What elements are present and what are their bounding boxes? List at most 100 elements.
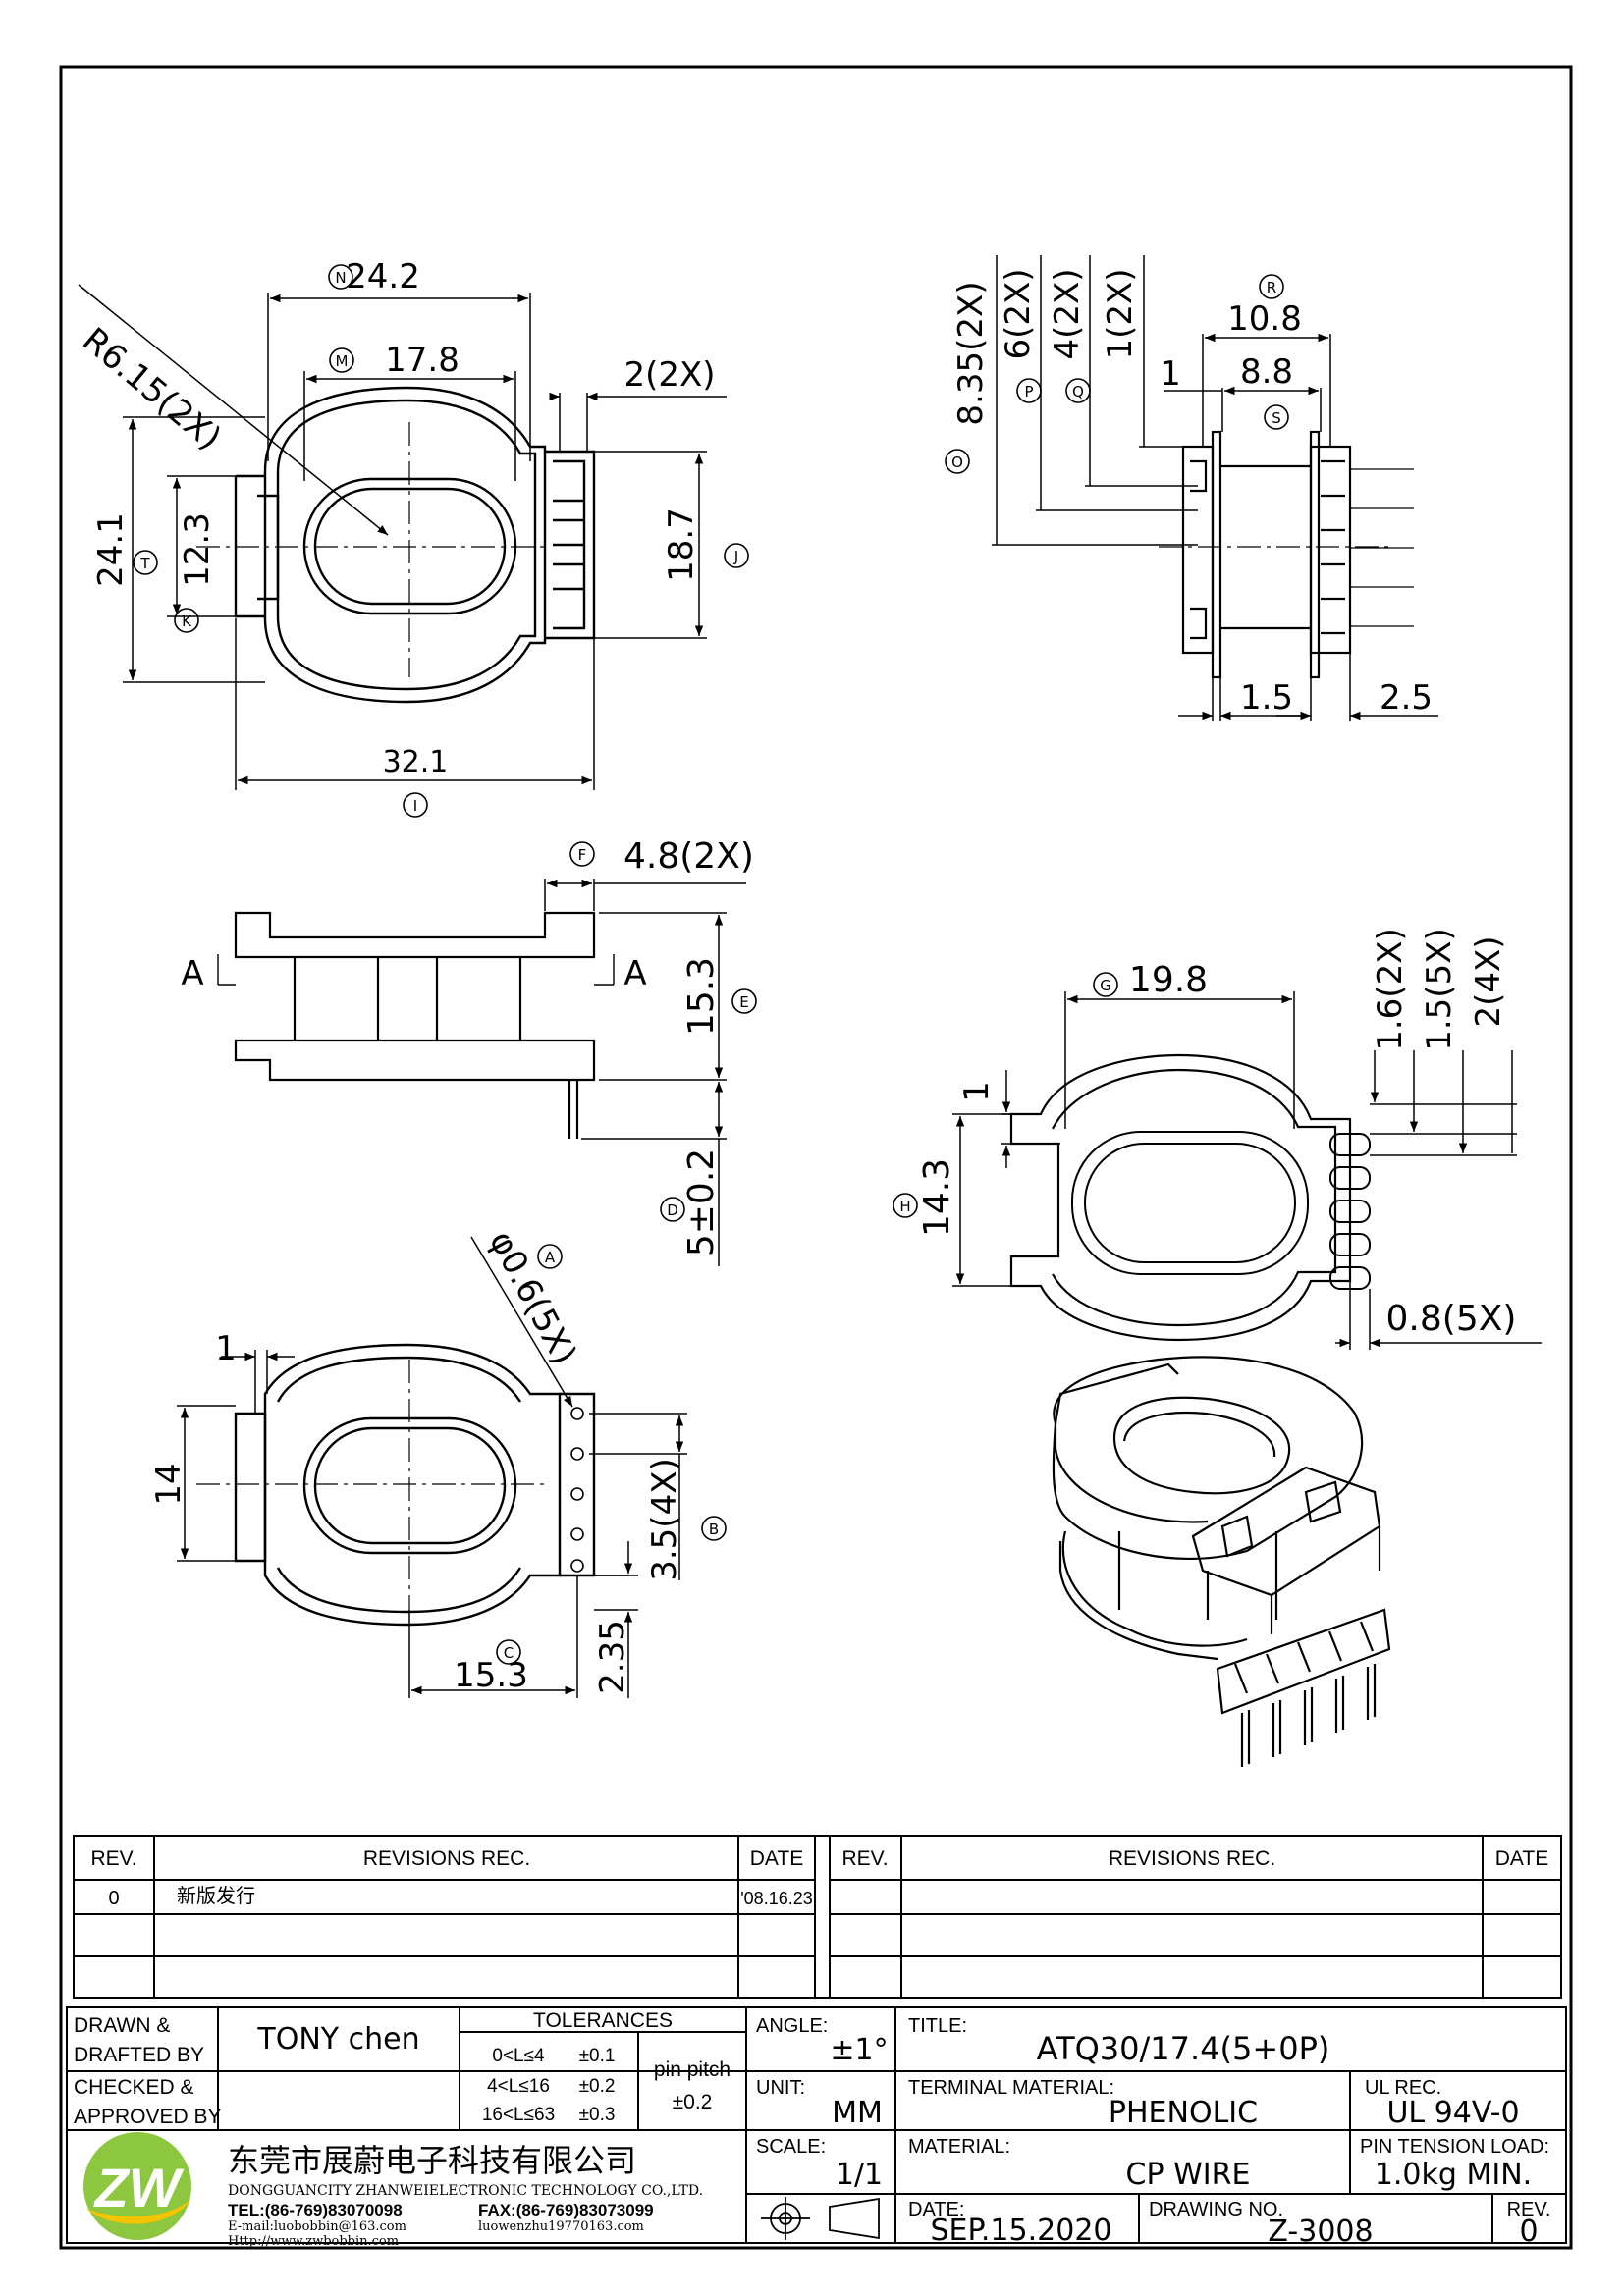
dim-g-value: 19.8 xyxy=(1129,960,1208,1000)
dim-1-5-5x-value: 1.5(5X) xyxy=(1420,928,1459,1051)
projection-symbol-icon xyxy=(761,2197,880,2240)
terminal-material-label: TERMINAL MATERIAL: xyxy=(908,2077,1114,2099)
dim-0-8-value: 0.8(5X) xyxy=(1386,1299,1517,1339)
top-view: 24.2 17.8 2(2X) R6.15(2X) 24.1 12.3 18.7… xyxy=(75,257,749,818)
company-name-en: DONGGUANCITY ZHANWEIELECTRONIC TECHNOLOG… xyxy=(228,2183,703,2199)
svg-text:M: M xyxy=(336,352,349,370)
revision-row-date: '08.16.23 xyxy=(740,1889,813,1908)
rev-value: 0 xyxy=(1519,2215,1538,2249)
svg-text:S: S xyxy=(1272,409,1281,427)
drawn-label: DRAWN & xyxy=(74,2014,170,2037)
dim-2-5-value: 2.5 xyxy=(1380,678,1433,718)
dim-p-value: 6(2X) xyxy=(999,268,1038,359)
pin-tension-label: PIN TENSION LOAD: xyxy=(1360,2136,1549,2158)
dim-2-4x-value: 2(4X) xyxy=(1469,935,1508,1027)
rev-header: REV. xyxy=(90,1847,136,1870)
logo-text: ZW xyxy=(92,2157,184,2218)
revisions-table: REV. REVISIONS REC. DATE REV. REVISIONS … xyxy=(73,1835,1562,1999)
company-website: Http://www.zwbobbin.com xyxy=(228,2234,399,2249)
dim-r615-value: R6.15(2X) xyxy=(75,320,229,457)
revision-row-rec: 新版发行 xyxy=(177,1885,255,1907)
tolerances-title: TOLERANCES xyxy=(533,2009,673,2032)
balloon-h: H xyxy=(893,1193,918,1218)
svg-text:O: O xyxy=(951,454,963,471)
dim-2-35-value: 2.35 xyxy=(593,1620,632,1694)
svg-text:H: H xyxy=(899,1198,910,1215)
dim-t-value: 24.1 xyxy=(91,512,131,587)
revision-row-rev: 0 xyxy=(108,1888,119,1909)
balloon-j: J xyxy=(724,543,749,568)
dim-d-value: 5±0.2 xyxy=(681,1148,722,1256)
scale-label: SCALE: xyxy=(756,2136,826,2158)
company-email2: luowenzhu19770163.com xyxy=(478,2219,644,2234)
svg-text:J: J xyxy=(733,548,738,565)
drawing-no-label: DRAWING NO. xyxy=(1149,2199,1283,2220)
material-value: CP WIRE xyxy=(1126,2158,1251,2192)
angle-value: ±1° xyxy=(830,2033,888,2067)
svg-text:F: F xyxy=(578,846,587,864)
dim-14-value: 14 xyxy=(149,1463,189,1505)
dim-f-value: 4.8(2X) xyxy=(623,836,754,877)
svg-text:C: C xyxy=(504,1644,514,1662)
angle-label: ANGLE: xyxy=(756,2015,828,2037)
dim-section-1-value: 1 xyxy=(957,1081,997,1102)
svg-text:R: R xyxy=(1267,279,1276,296)
balloon-n: N xyxy=(328,264,353,290)
dim-m-value: 17.8 xyxy=(385,341,460,380)
company-tel: TEL:(86-769)83070098 xyxy=(228,2201,403,2219)
balloon-f: F xyxy=(569,841,595,867)
svg-text:I: I xyxy=(413,797,417,815)
balloon-m: M xyxy=(329,347,354,373)
section-mark-right: A xyxy=(623,954,646,993)
date-header: DATE xyxy=(750,1847,803,1870)
date-label: DATE: xyxy=(908,2199,964,2220)
company-name-cn: 东莞市展蔚电子科技有限公司 xyxy=(228,2142,636,2179)
svg-text:P: P xyxy=(1024,383,1033,400)
dim-1-value: 1 xyxy=(1160,354,1181,394)
dim-e-value: 15.3 xyxy=(681,957,722,1036)
dim-1-6-value: 1.6(2X) xyxy=(1371,928,1410,1051)
tolerance-range-3: 16<L≤63 xyxy=(482,2105,555,2125)
balloon-k: K xyxy=(174,608,199,633)
balloon-e: E xyxy=(731,988,757,1014)
date-header-right: DATE xyxy=(1495,1847,1548,1870)
terminal-material-value: PHENOLIC xyxy=(1109,2096,1258,2130)
svg-text:Q: Q xyxy=(1072,383,1084,400)
balloon-r: R xyxy=(1259,274,1284,299)
balloon-s: S xyxy=(1264,404,1289,430)
balloon-a: A xyxy=(537,1244,563,1269)
rev-header-right: REV. xyxy=(841,1847,888,1870)
dim-j-value: 18.7 xyxy=(662,507,701,582)
dim-a-value: φ0.6(5X) xyxy=(481,1224,584,1370)
dim-2x-value: 2(2X) xyxy=(623,355,715,395)
dim-h-value: 14.3 xyxy=(917,1158,957,1237)
checked-label: CHECKED & xyxy=(74,2076,194,2099)
tolerance-value-1: ±0.1 xyxy=(579,2046,616,2066)
scale-value: 1/1 xyxy=(836,2158,883,2192)
dim-o-value: 8.35(2X) xyxy=(951,281,991,425)
pin-pitch-value: ±0.2 xyxy=(673,2091,713,2113)
dim-q-value: 4(2X) xyxy=(1048,268,1087,359)
drawing-no-value: Z-3008 xyxy=(1268,2215,1373,2249)
dim-bottom-1-value: 1 xyxy=(215,1329,237,1368)
svg-text:A: A xyxy=(545,1249,556,1266)
company-email: E-mail:luobobbin@163.com xyxy=(228,2219,406,2234)
dim-b-value: 3.5(4X) xyxy=(645,1458,684,1581)
pin-pitch-label: pin pitch xyxy=(654,2058,731,2081)
tolerance-value-2: ±0.2 xyxy=(579,2076,616,2097)
dim-i-value: 32.1 xyxy=(383,745,449,779)
dim-s-value: 8.8 xyxy=(1240,352,1293,392)
balloon-i: I xyxy=(403,792,428,818)
dim-k-value: 12.3 xyxy=(178,512,217,587)
title-value: ATQ30/17.4(5+0P) xyxy=(1037,2030,1330,2067)
bottom-view: 1 14 3.5(4X) 15.3 2.35 φ0.6(5X) A B C xyxy=(149,1224,727,1698)
balloon-d: D xyxy=(660,1197,685,1222)
isometric-view xyxy=(1052,1356,1391,1767)
balloon-g: G xyxy=(1093,972,1118,997)
balloon-c: C xyxy=(496,1639,521,1665)
title-block: DRAWN & DRAFTED BY TONY chen CHECKED & A… xyxy=(66,2006,1567,2249)
svg-text:E: E xyxy=(739,993,748,1011)
svg-text:T: T xyxy=(139,555,150,572)
balloon-o: O xyxy=(945,449,970,474)
